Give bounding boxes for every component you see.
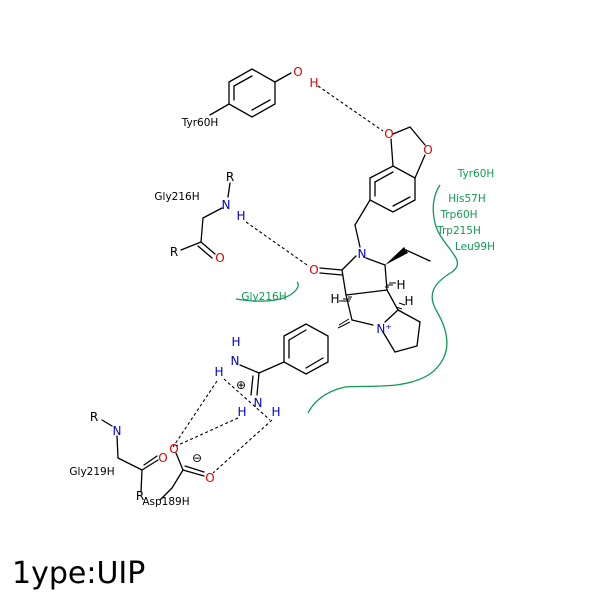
- stereo-hydrogen-label: H: [330, 292, 339, 306]
- residue-label-tyr60: Tyr60H: [181, 117, 219, 129]
- negative-charge-icon: ⊖: [192, 451, 202, 465]
- residue-label-pocket-tyr60: Tyr60H: [457, 168, 495, 180]
- oxygen-label: O: [293, 65, 302, 79]
- residue-label-pocket-trp60: Trp60H: [439, 209, 477, 221]
- hydrogen-label: H: [237, 405, 246, 419]
- r-group-label: R: [226, 170, 234, 184]
- oxygen-label: O: [309, 263, 318, 277]
- oxygen-label: O: [169, 442, 178, 456]
- hydrogen-label: H: [231, 335, 240, 349]
- ammonium-nitrogen-label: N⁺: [376, 322, 391, 336]
- residue-label-gly216-hydrophobic: Gly216H: [241, 291, 286, 303]
- nitrogen-label: N: [113, 424, 122, 438]
- stereo-hydrogen-label: H: [396, 278, 405, 292]
- residue-label-gly216: Gly216H: [154, 191, 199, 203]
- residue-label-pocket-his57: His57H: [448, 193, 486, 205]
- nitrogen-label: N: [222, 198, 231, 212]
- hydrogen-label: H: [214, 365, 223, 379]
- stereo-hash: [337, 282, 406, 329]
- oxygen-label: O: [158, 451, 167, 465]
- tyr60-phenol: [209, 68, 292, 118]
- hydrophobic-arc-gly216: [235, 281, 299, 302]
- residue-label-pocket-trp215: Trp215H: [436, 225, 481, 237]
- nitrogen-label: N: [231, 354, 240, 368]
- r-group-label: R: [136, 489, 144, 503]
- r-group-label: R: [90, 410, 98, 424]
- positive-charge-icon: ⊕: [236, 378, 246, 392]
- structure-code-title: 1ype:UIP: [12, 556, 145, 591]
- nitrogen-label: N: [358, 247, 367, 261]
- hydrogen-label: H: [309, 76, 318, 90]
- benzodioxole-ring: [354, 126, 426, 248]
- nitrogen-label: N: [254, 396, 263, 410]
- residue-label-pocket-leu99: Leu99H: [455, 241, 495, 253]
- oxygen-label: O: [215, 251, 224, 265]
- oxygen-label: O: [205, 471, 214, 485]
- hydrophobic-contour-pocket: [307, 184, 459, 414]
- gly219-asp189-backbone: [101, 419, 205, 501]
- lactam-core: [319, 249, 431, 353]
- hydrogen-label: H: [236, 209, 245, 223]
- residue-label-gly219: Gly219H: [69, 466, 114, 478]
- benzamidine-ring: [239, 323, 329, 396]
- oxygen-label: O: [423, 143, 432, 157]
- gly216-backbone: [180, 182, 231, 259]
- oxygen-label: O: [384, 127, 393, 141]
- hydrogen-bonds: [172, 85, 384, 474]
- stereo-wedge: [385, 247, 408, 265]
- stereo-hydrogen-label: H: [404, 294, 413, 308]
- r-group-label: R: [170, 245, 178, 259]
- residue-label-asp189: Asp189H: [142, 496, 189, 508]
- hydrogen-label: H: [271, 405, 280, 419]
